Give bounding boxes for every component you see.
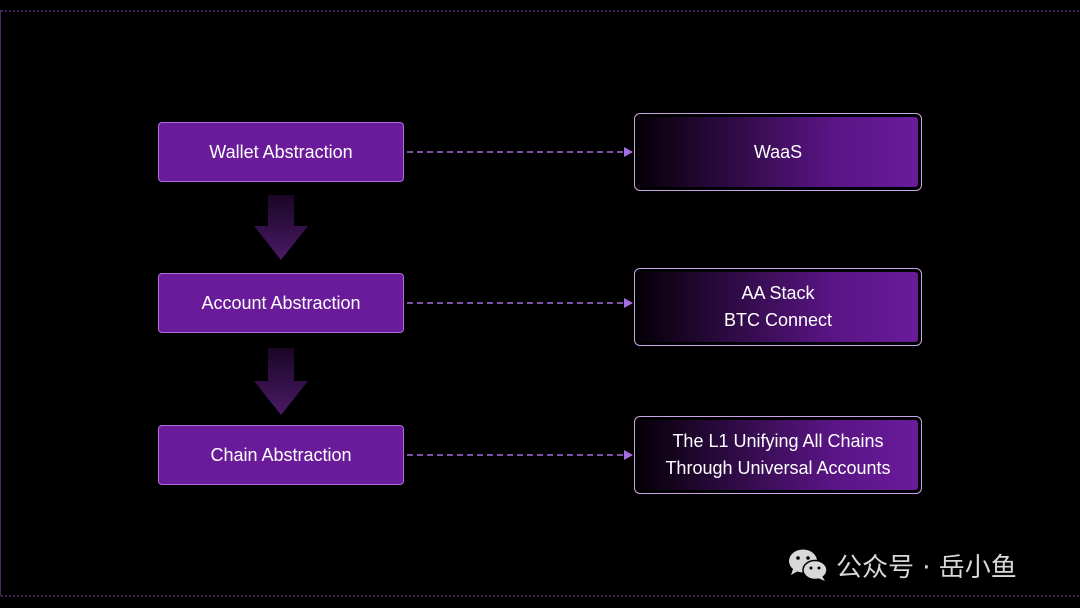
l1-unifying-label: The L1 Unifying All Chains [672, 431, 884, 451]
account-abstraction-label: Account Abstraction [201, 292, 361, 313]
chain-abstraction-box: Chain Abstraction [158, 425, 404, 485]
watermark-text: 公众号 · 岳小鱼 [836, 552, 1017, 583]
wechat-icon [789, 549, 828, 581]
chain-abstraction-label: Chain Abstraction [210, 444, 352, 465]
connector-arrowhead-1 [624, 147, 633, 157]
aa-stack-box: AA Stack BTC Connect [634, 268, 922, 346]
btc-connect-label: BTC Connect [723, 310, 833, 330]
connector-arrowhead-2 [624, 298, 633, 308]
watermark: 公众号 · 岳小鱼 [786, 545, 1017, 585]
account-abstraction-box: Account Abstraction [158, 273, 404, 333]
bottom-border-dots [0, 595, 1080, 597]
aa-stack-label: AA Stack [741, 283, 815, 303]
aa-stack-box-inner: AA Stack BTC Connect [638, 272, 918, 342]
down-arrow-1 [254, 195, 308, 260]
l1-universal-accounts-box-inner: The L1 Unifying All Chains Through Unive… [638, 420, 918, 490]
universal-accounts-label: Through Universal Accounts [665, 458, 891, 478]
waas-box-inner: WaaS [638, 117, 918, 187]
down-arrow-2 [254, 348, 308, 415]
connector-arrowhead-3 [624, 450, 633, 460]
top-border-dots [0, 10, 1080, 12]
wallet-abstraction-label: Wallet Abstraction [209, 141, 353, 162]
wallet-abstraction-box: Wallet Abstraction [158, 122, 404, 182]
waas-label: WaaS [753, 141, 803, 162]
left-border-line [0, 10, 1, 596]
l1-universal-accounts-box: The L1 Unifying All Chains Through Unive… [634, 416, 922, 494]
waas-box: WaaS [634, 113, 922, 191]
